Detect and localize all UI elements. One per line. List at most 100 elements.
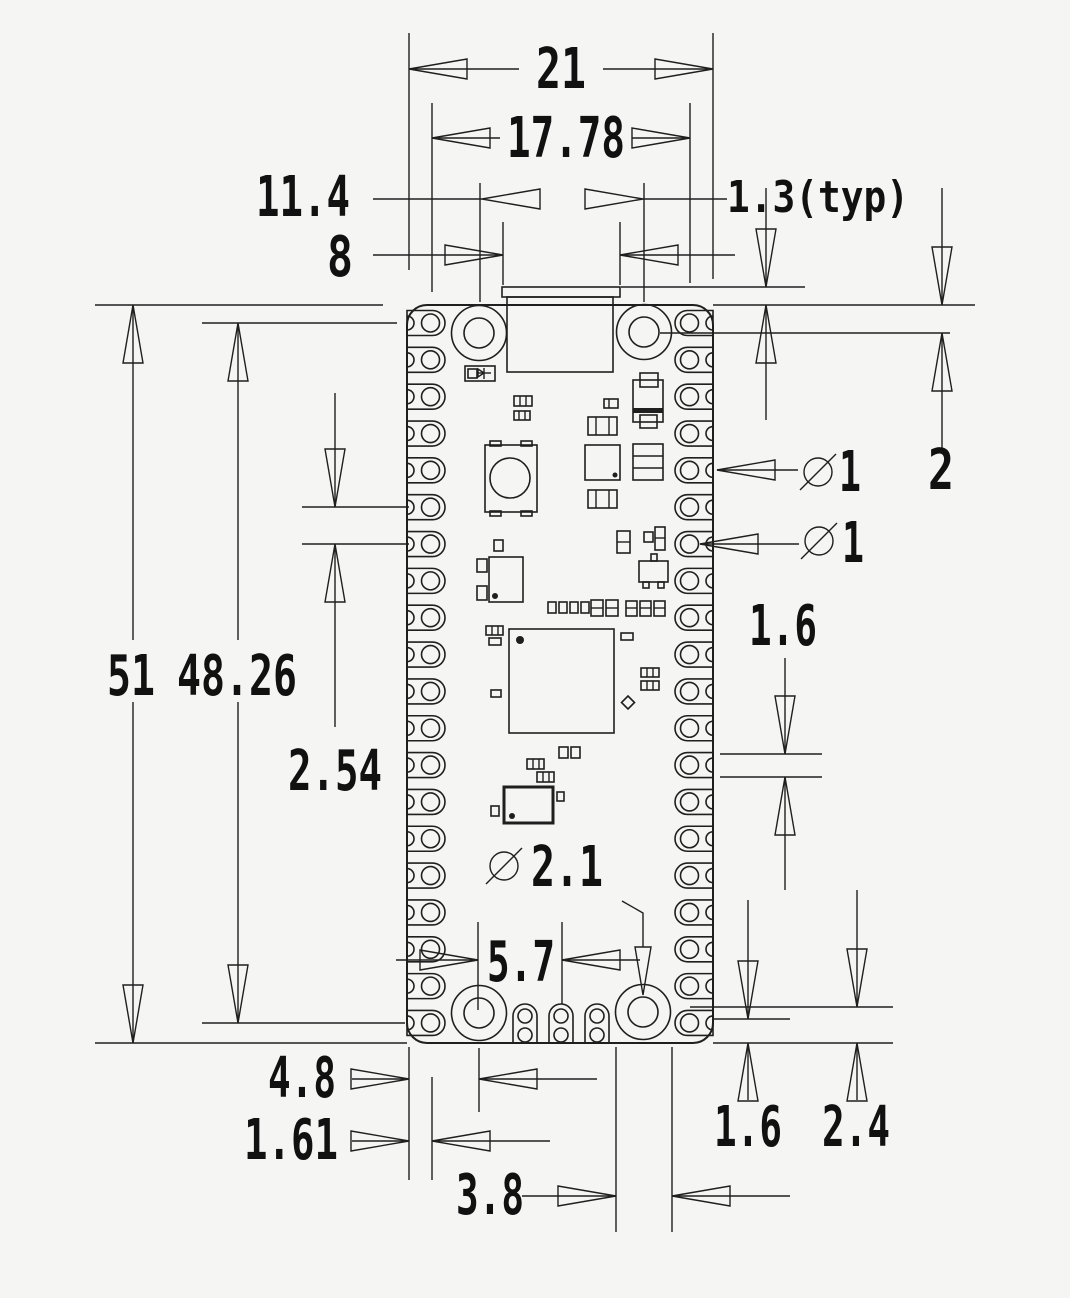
dim-usb-width: 8 xyxy=(327,225,353,290)
debug-pad-hole xyxy=(553,1008,569,1024)
dim-arrowhead xyxy=(737,1042,759,1102)
castellation-right xyxy=(705,794,714,810)
pad-hole-right xyxy=(679,865,700,886)
pad-hole-left xyxy=(420,902,441,923)
pad-right xyxy=(674,751,714,779)
castellation-left xyxy=(406,978,415,994)
castellation-left xyxy=(406,757,415,773)
pad-hole-right xyxy=(679,828,700,849)
pad-hole-left xyxy=(420,350,441,370)
pad-right xyxy=(674,383,714,410)
pad-hole-right xyxy=(679,313,700,333)
pad-left xyxy=(406,972,446,1000)
diameter-symbol xyxy=(799,453,837,491)
pad-left xyxy=(406,1009,446,1037)
castellation-left xyxy=(406,573,415,589)
pad-hole-left xyxy=(420,718,441,739)
castellation-left xyxy=(406,462,415,479)
pad-right xyxy=(674,1009,714,1037)
dim-arrowhead xyxy=(419,949,479,971)
mounting-hole-pad xyxy=(450,304,508,362)
sot23-transistor xyxy=(638,553,669,589)
pad-left xyxy=(406,751,446,779)
usb-body xyxy=(506,296,614,373)
passive xyxy=(493,539,504,552)
board-outline-group xyxy=(406,304,714,1044)
pad-hole-left xyxy=(420,1013,441,1033)
pad-hole-left xyxy=(420,828,441,849)
pad-hole-left xyxy=(420,607,441,628)
passive xyxy=(654,526,666,551)
pad-hole-left xyxy=(420,644,441,665)
castellation-left xyxy=(406,609,415,626)
dim-mount-hole-span: 11.4 xyxy=(256,165,350,230)
castellation-right xyxy=(705,867,714,884)
dim-arrowhead xyxy=(584,188,644,210)
castellation-right xyxy=(705,941,714,958)
castellation-right xyxy=(705,904,714,921)
flash-chip xyxy=(476,556,524,603)
dim-arrowhead xyxy=(122,304,144,364)
capacitor-row xyxy=(547,599,666,617)
tantalum-capacitor xyxy=(632,372,664,429)
dim-hole-offset-left: 4.8 xyxy=(268,1046,336,1111)
dim-hole-offset-bottom: 2.4 xyxy=(822,1095,890,1160)
usb-lip xyxy=(501,286,621,298)
dim-arrowhead xyxy=(431,1130,491,1152)
castellation-right xyxy=(705,830,714,847)
pad-left xyxy=(406,530,446,558)
resistor xyxy=(513,410,531,421)
dim-arrowhead xyxy=(755,228,777,288)
castellation-right xyxy=(705,388,714,405)
castellation-left xyxy=(406,867,415,884)
castellation-right xyxy=(705,315,714,331)
board-outline xyxy=(406,304,714,1044)
dimension-arrows xyxy=(122,58,953,1207)
castellation-left xyxy=(406,941,415,958)
passive xyxy=(490,689,502,698)
pad-right xyxy=(674,457,714,484)
castellation-left xyxy=(406,794,415,810)
castellation-left xyxy=(406,720,415,737)
debug-pad-hole xyxy=(517,1008,533,1024)
pad-left xyxy=(406,604,446,632)
castellation-left xyxy=(406,499,415,515)
capacitor xyxy=(603,398,619,409)
pad-hole-left xyxy=(420,792,441,812)
dim-arrowhead xyxy=(619,244,679,266)
castellation-right xyxy=(705,720,714,737)
regulator-ic xyxy=(584,444,621,481)
mounting-hole xyxy=(627,996,659,1028)
dim-mount-hole-dia: 2.1 xyxy=(531,835,603,900)
dim-arrowhead xyxy=(931,246,953,306)
diode xyxy=(464,365,496,382)
pad-right xyxy=(674,862,714,889)
dim-arrowhead xyxy=(699,533,759,555)
pad-left xyxy=(406,935,446,963)
pad-left xyxy=(406,678,446,705)
pad-left xyxy=(406,493,446,521)
debug-pad xyxy=(584,1003,610,1044)
resistor xyxy=(536,771,555,783)
pad-hole-left xyxy=(420,313,441,333)
pad-hole-left xyxy=(420,755,441,775)
dim-pad-column-offset: 1.61 xyxy=(244,1108,338,1173)
pad-hole-right xyxy=(679,718,700,739)
debug-pad-hole xyxy=(589,1027,605,1043)
dim-arrowhead xyxy=(774,776,796,836)
pad-left xyxy=(406,309,446,337)
dim-arrowhead xyxy=(634,946,652,996)
castellation-left xyxy=(406,646,415,663)
pad-hole-left xyxy=(420,976,441,996)
dim-arrowhead xyxy=(444,244,504,266)
pad-left xyxy=(406,383,446,410)
diameter-symbol xyxy=(800,522,838,560)
dim-arrowhead xyxy=(481,188,541,210)
dim-arrowhead xyxy=(755,304,777,364)
pad-hole-left xyxy=(420,571,441,591)
dim-pad-pitch: 2.54 xyxy=(288,739,382,804)
pad-left xyxy=(406,899,446,926)
diameter-symbols xyxy=(485,453,838,947)
pad-right xyxy=(674,714,714,742)
